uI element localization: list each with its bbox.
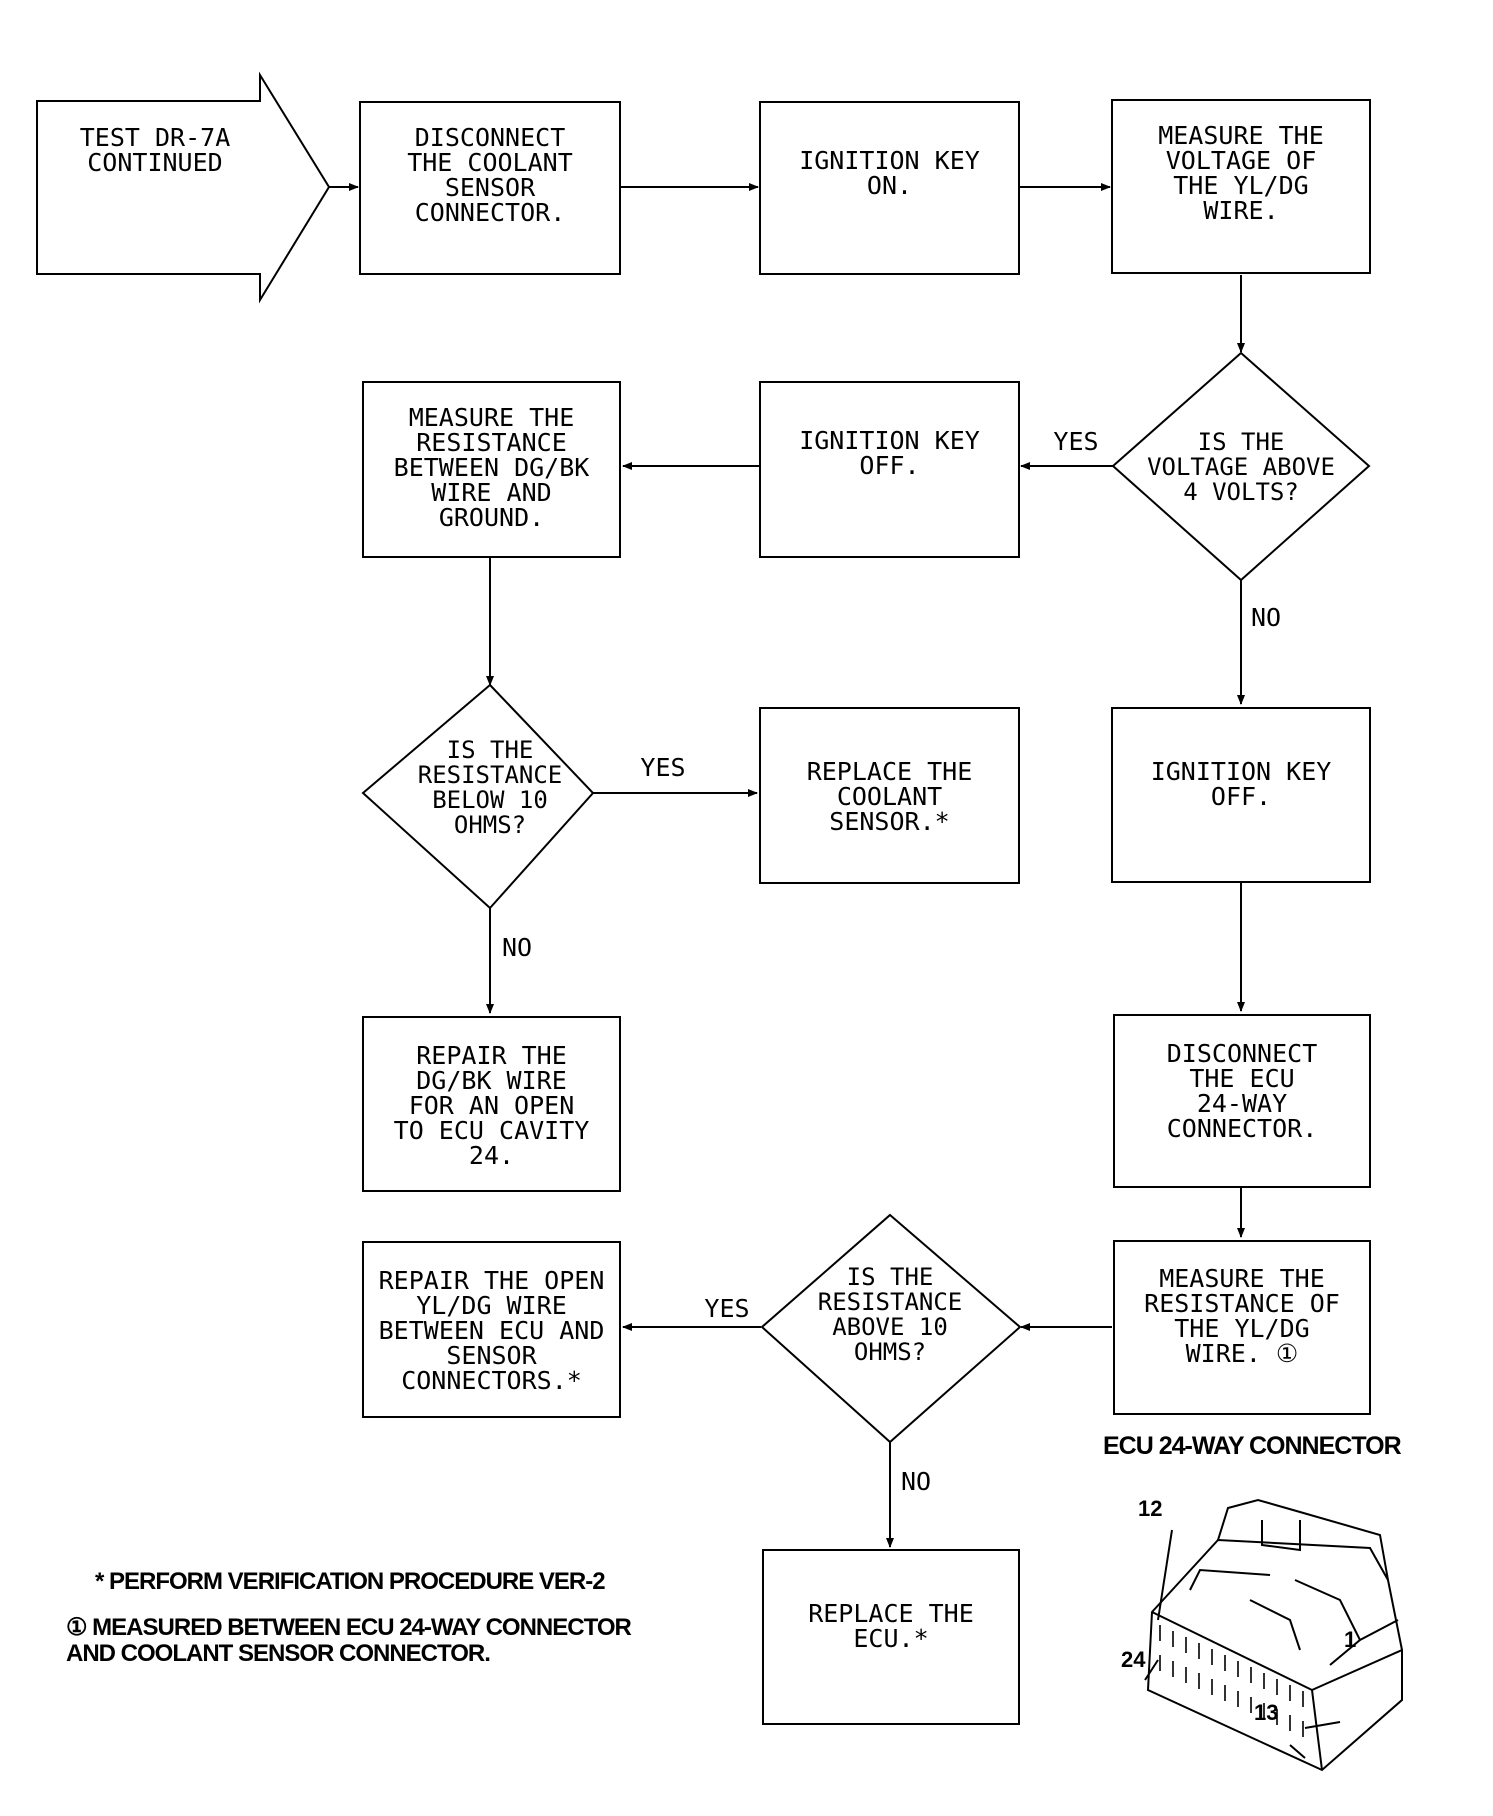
box-ignition-off-1: IGNITION KEY OFF. [759,381,1020,558]
decision-resistance-below-text: IS THE RESISTANCE BELOW 10 OHMS? [417,736,563,839]
decision-resistance-below-diamond [361,683,595,910]
pin-label-12: 12 [1138,1496,1163,1521]
note-measured: ① MEASURED BETWEEN ECU 24-WAY CONNECTOR … [66,1614,632,1667]
box-disconnect-coolant: DISCONNECT THE COOLANT SENSOR CONNECTOR. [359,101,621,275]
note-verification: * PERFORM VERIFICATION PROCEDURE VER-2 [95,1568,606,1595]
decision-resistance-above-diamond [760,1213,1022,1444]
start-arrow-text: TEST DR-7A CONTINUED [79,123,231,177]
decision-voltage-diamond [1111,351,1371,582]
pin-label-1: 1 [1344,1627,1357,1652]
box-replace-coolant: REPLACE THE COOLANT SENSOR.* [759,707,1020,884]
pin-label-13: 13 [1254,1700,1279,1725]
start-arrow-shape [36,71,331,304]
box-replace-ecu: REPLACE THE ECU.* [762,1549,1020,1725]
decision-voltage-text: IS THE VOLTAGE ABOVE 4 VOLTS? [1147,427,1335,506]
pin-label-24: 24 [1121,1647,1146,1672]
label-yes-resistance-above: YES [704,1293,750,1323]
box-disconnect-ecu: DISCONNECT THE ECU 24-WAY CONNECTOR. [1113,1014,1371,1188]
label-no-resistance-above: NO [900,1466,932,1496]
connector-title: ECU 24-WAY CONNECTOR [1103,1432,1402,1460]
box-measure-resistance-dgbk: MEASURE THE RESISTANCE BETWEEN DG/BK WIR… [362,381,621,558]
decision-resistance-above-text: IS THE RESISTANCE ABOVE 10 OHMS? [817,1263,963,1366]
label-yes-voltage: YES [1053,426,1099,456]
box-repair-dgbk: REPAIR THE DG/BK WIRE FOR AN OPEN TO ECU… [362,1016,621,1192]
ecu-connector-illustration [1144,1498,1403,1772]
box-measure-voltage: MEASURE THE VOLTAGE OF THE YL/DG WIRE. [1111,99,1371,274]
box-measure-resistance-yldg: MEASURE THE RESISTANCE OF THE YL/DG WIRE… [1113,1240,1371,1415]
label-yes-resistance-below: YES [640,752,686,782]
box-ignition-off-2: IGNITION KEY OFF. [1111,707,1371,883]
box-ignition-on: IGNITION KEY ON. [759,101,1020,275]
label-no-resistance-below: NO [501,932,533,962]
label-no-voltage: NO [1250,602,1282,632]
box-repair-yldg: REPAIR THE OPEN YL/DG WIRE BETWEEN ECU A… [362,1241,621,1418]
